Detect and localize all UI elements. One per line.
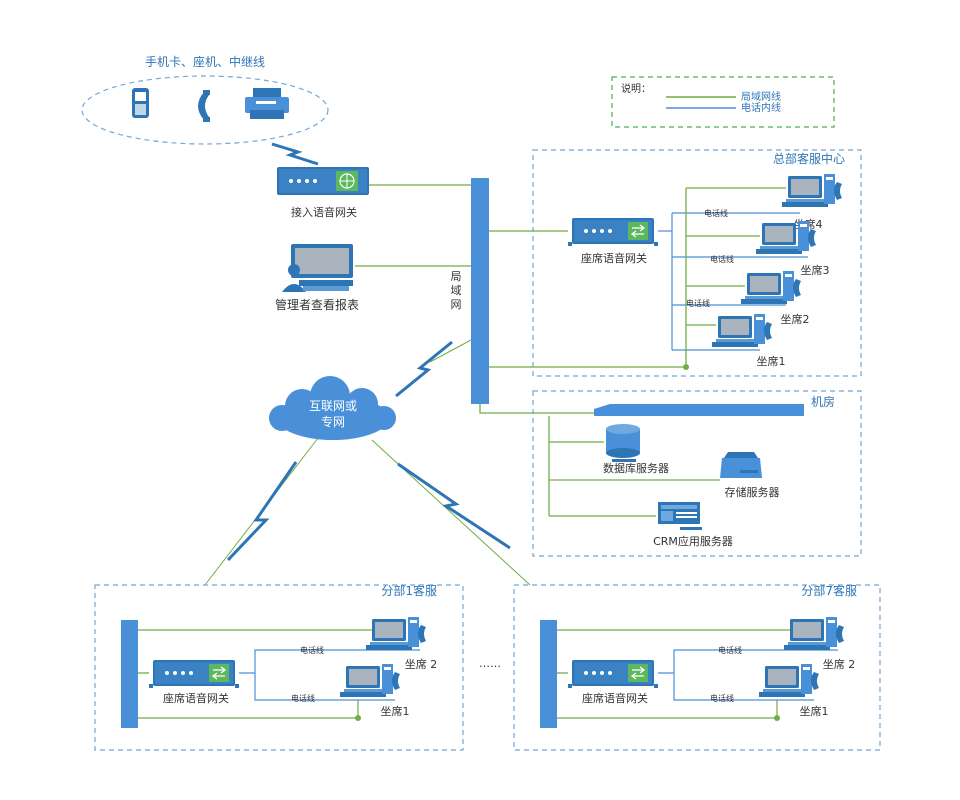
legend-item-label: 局域网线 [741, 90, 781, 103]
branch-panel: 分部7客服 座席语音网关 电话线 电话线 坐席 2 坐席1 [513, 583, 881, 751]
internet-cloud-icon [269, 376, 396, 440]
hq-title: 总部客服中心 [773, 151, 845, 166]
seat-computer-icon [340, 664, 400, 697]
mobile-phone-icon [132, 88, 149, 118]
phone-line [673, 673, 814, 701]
wireless-link-icon [395, 340, 453, 398]
legend-title: 说明： [621, 82, 651, 95]
wireless-link-icon [226, 461, 298, 562]
server-label: CRM应用服务器 [653, 534, 733, 548]
lan-switch-bar [471, 178, 489, 404]
internet-label: 专网 [321, 414, 345, 429]
phone-line-label: 电话线 [300, 645, 324, 655]
phone-line-label: 电话线 [710, 254, 734, 264]
admin-computer-icon [282, 244, 353, 292]
hq-gateway-label: 座席语音网关 [581, 251, 647, 265]
phone-line [254, 673, 395, 701]
phone-line [239, 649, 420, 674]
phone-line-label: 电话线 [686, 298, 710, 308]
machine-room-title: 机房 [811, 394, 835, 409]
seat-label: 坐席1 [757, 354, 786, 368]
seat-computer-icon [366, 617, 426, 650]
crm-server-icon [658, 502, 702, 530]
seat-label: 坐席2 [781, 312, 810, 326]
machine-room-panel [532, 390, 862, 557]
phone-line-label: 电话线 [704, 208, 728, 218]
branch-gateway-icon [567, 659, 659, 689]
branch-title: 分部7客服 [801, 583, 857, 598]
ellipsis: …… [479, 657, 501, 670]
branch-gateway-icon [148, 659, 240, 689]
landline-handset-icon [198, 90, 210, 122]
lan-label-char: 网 [451, 298, 462, 311]
device-group-ellipse [81, 75, 329, 145]
seat-label: 坐席 2 [405, 657, 438, 671]
server-label: 存储服务器 [725, 485, 780, 499]
database-server-icon [606, 424, 640, 462]
seat-label: 坐席1 [800, 704, 829, 718]
wireless-link-icon [397, 462, 511, 550]
device-group-label: 手机卡、座机、中继线 [145, 54, 265, 69]
branch-panel: 分部1客服 座席语音网关 电话线 电话线 坐席 2 坐席1 [94, 583, 464, 751]
server-label: 数据库服务器 [603, 461, 669, 475]
wireless-link-icon [271, 142, 319, 166]
admin-label: 管理者查看报表 [275, 297, 359, 312]
branch-gateway-label: 座席语音网关 [582, 691, 648, 705]
seat-label: 坐席1 [381, 704, 410, 718]
branch-lan-bar [540, 620, 557, 728]
lan-label-char: 局 [451, 270, 462, 283]
internet-label: 互联网或 [309, 399, 357, 413]
hq-gateway-icon [567, 217, 659, 247]
seat-computer-icon [712, 314, 772, 347]
legend-item-label: 电话内线 [741, 101, 781, 114]
seat-computer-icon [741, 271, 801, 304]
seat-label: 坐席 2 [823, 657, 856, 671]
access-gateway-icon [277, 167, 369, 195]
branch-lan-bar [121, 620, 138, 728]
hq-panel [532, 149, 862, 377]
seat-computer-icon [756, 221, 816, 254]
seat-computer-icon [759, 664, 819, 697]
seat-computer-icon [784, 617, 844, 650]
wan-link [371, 439, 531, 586]
storage-server-icon [720, 452, 762, 478]
phone-line [658, 649, 838, 674]
seat-label: 坐席3 [801, 263, 830, 277]
machine-room-switch [594, 404, 804, 416]
legend-box [611, 76, 835, 128]
phone-line-label: 电话线 [291, 693, 315, 703]
lan-cable [429, 339, 472, 363]
seat-computer-icon [782, 174, 842, 207]
branch-gateway-label: 座席语音网关 [163, 691, 229, 705]
phone-line-label: 电话线 [710, 693, 734, 703]
lan-label-char: 域 [451, 284, 462, 297]
branch-title: 分部1客服 [381, 583, 437, 598]
access-gateway-label: 接入语音网关 [291, 205, 357, 219]
phone-line-label: 电话线 [718, 645, 742, 655]
fax-trunk-icon [245, 88, 289, 119]
lan-cable [479, 404, 594, 414]
